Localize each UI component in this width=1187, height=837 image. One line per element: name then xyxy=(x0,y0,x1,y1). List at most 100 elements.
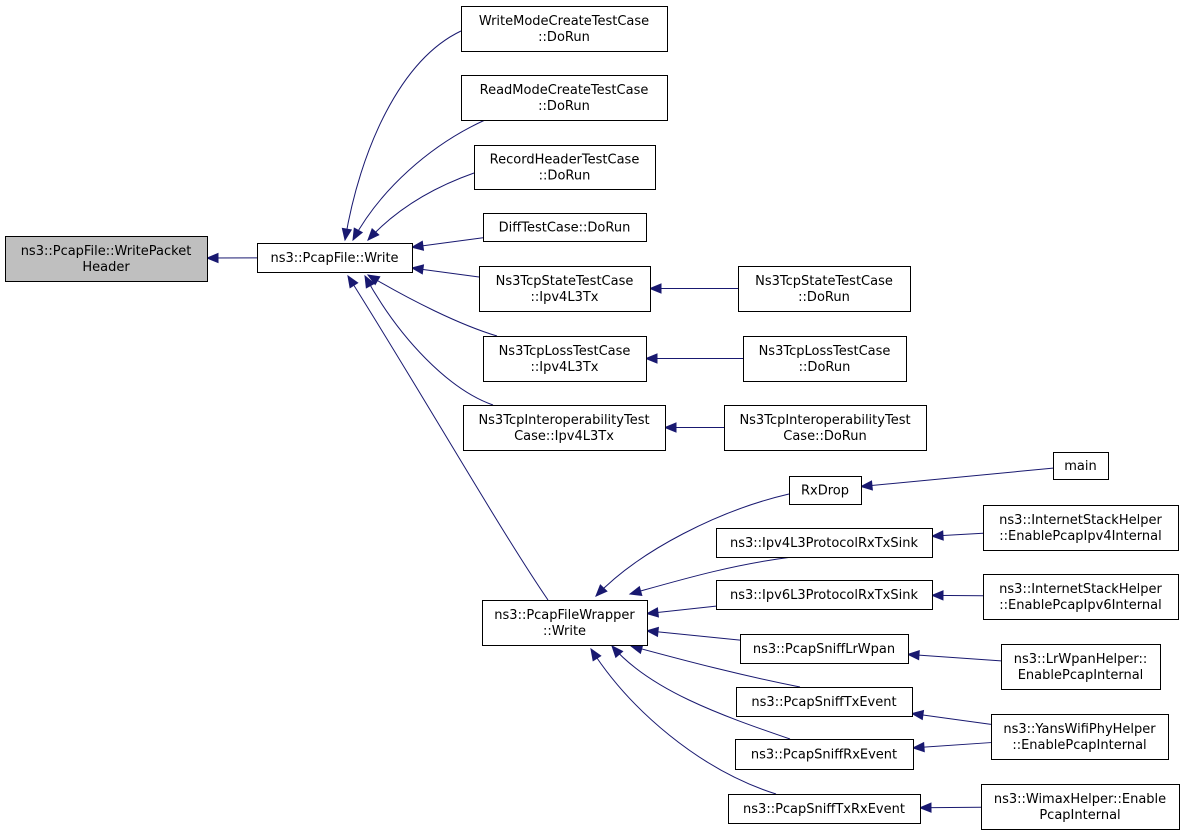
edge-write-to-root-arrowhead xyxy=(205,252,219,264)
node-label-rmc-line-1: ::DoRun xyxy=(538,99,590,114)
node-sniffrx[interactable]: ns3::PcapSniffRxEvent xyxy=(735,739,914,770)
edge-ish6-to-ipv6sink-arrowhead xyxy=(930,590,944,601)
node-lrwpan[interactable]: ns3::PcapSniffLrWpan xyxy=(740,634,909,664)
edge-ipv6sink-to-wrapper xyxy=(646,605,717,615)
node-label-ish6-line-0: ns3::InternetStackHelper xyxy=(999,582,1162,597)
node-wmc[interactable]: WriteModeCreateTestCase::DoRun xyxy=(461,6,668,52)
node-box-main[interactable] xyxy=(1053,452,1109,480)
node-box-rxdrop[interactable] xyxy=(789,476,862,505)
node-label-diff-line-0: DiffTestCase::DoRun xyxy=(499,221,631,236)
node-box-lrwpan[interactable] xyxy=(740,634,909,664)
node-label-tcpinterop-line-1: Case::Ipv4L3Tx xyxy=(514,429,614,444)
node-label-wrapper-line-1: ::Write xyxy=(543,624,586,639)
node-yans[interactable]: ns3::YansWifiPhyHelper::EnablePcapIntern… xyxy=(991,714,1169,760)
edge-wmc-to-write-arrowhead xyxy=(341,227,353,242)
node-label-wmc-line-0: WriteModeCreateTestCase xyxy=(479,14,649,29)
node-ipv6sink[interactable]: ns3::Ipv6L3ProtocolRxTxSink xyxy=(716,580,933,610)
node-label-tcpstate_run-line-0: Ns3TcpStateTestCase xyxy=(755,274,893,289)
node-box-wmc[interactable] xyxy=(461,6,668,52)
node-rxdrop[interactable]: RxDrop xyxy=(789,476,862,505)
edge-diff-to-write-arrowhead xyxy=(410,240,425,251)
node-box-ish4[interactable] xyxy=(983,505,1179,551)
edge-yans-to-sniffrx-arrowhead xyxy=(911,741,925,753)
node-lrwpanhelper[interactable]: ns3::LrWpanHelper::EnablePcapInternal xyxy=(1001,644,1161,690)
edge-wrapper-to-write-arrowhead xyxy=(347,274,359,289)
node-label-ish6-line-1: ::EnablePcapIpv6Internal xyxy=(999,598,1161,613)
node-box-tcploss[interactable] xyxy=(483,336,647,382)
edge-tcploss_run-to-tcploss-arrowhead xyxy=(644,353,658,364)
edge-yans-to-snifftx-arrowhead xyxy=(910,709,925,721)
node-label-lrwpanhelper-line-1: EnablePcapInternal xyxy=(1018,668,1144,683)
node-label-lrwpan-line-0: ns3::PcapSniffLrWpan xyxy=(753,642,895,657)
node-box-tcpinterop_run[interactable] xyxy=(724,405,927,451)
edge-tcpinterop_run-to-tcpinterop-arrowhead xyxy=(663,422,677,433)
edge-tcpinterop-to-write xyxy=(364,275,494,406)
edge-main-to-rxdrop xyxy=(860,467,1054,488)
node-label-rxdrop-line-0: RxDrop xyxy=(801,484,849,499)
edge-tcploss-to-write xyxy=(367,274,498,337)
node-box-root[interactable] xyxy=(5,236,208,282)
edge-rht-to-write-arrowhead xyxy=(367,227,380,241)
edges-layer xyxy=(205,30,1054,813)
node-box-ipv4sink[interactable] xyxy=(716,528,933,558)
node-rht[interactable]: RecordHeaderTestCase::DoRun xyxy=(474,145,656,190)
edge-tcploss-to-write-arrowhead xyxy=(366,274,381,286)
node-ish4[interactable]: ns3::InternetStackHelper::EnablePcapIpv4… xyxy=(983,505,1179,551)
node-box-tcpstate_run[interactable] xyxy=(738,266,911,312)
node-wimax[interactable]: ns3::WimaxHelper::EnablePcapInternal xyxy=(981,784,1180,830)
node-rmc[interactable]: ReadModeCreateTestCase::DoRun xyxy=(461,75,668,121)
node-tcpstate[interactable]: Ns3TcpStateTestCase::Ipv4L3Tx xyxy=(479,266,651,312)
node-ipv4sink[interactable]: ns3::Ipv4L3ProtocolRxTxSink xyxy=(716,528,933,558)
node-box-tcpstate[interactable] xyxy=(479,266,651,312)
node-write[interactable]: ns3::PcapFile::Write xyxy=(257,243,413,273)
node-ish6[interactable]: ns3::InternetStackHelper::EnablePcapIpv6… xyxy=(983,574,1179,620)
edge-lrwpan-to-wrapper-arrowhead xyxy=(645,626,659,638)
node-label-tcploss-line-0: Ns3TcpLossTestCase xyxy=(499,344,631,359)
node-label-wimax-line-1: PcapInternal xyxy=(1039,808,1120,823)
node-diff[interactable]: DiffTestCase::DoRun xyxy=(483,213,647,242)
node-label-tcploss_run-line-1: ::DoRun xyxy=(799,360,851,375)
node-box-wimax[interactable] xyxy=(981,784,1180,830)
node-box-diff[interactable] xyxy=(483,213,647,242)
node-tcploss[interactable]: Ns3TcpLossTestCase::Ipv4L3Tx xyxy=(483,336,647,382)
node-label-rht-line-0: RecordHeaderTestCase xyxy=(490,153,640,168)
node-box-tcploss_run[interactable] xyxy=(743,336,907,382)
node-box-yans[interactable] xyxy=(991,714,1169,760)
edge-snifftx-to-wrapper xyxy=(630,645,801,688)
node-box-tcpinterop[interactable] xyxy=(463,405,666,451)
node-box-write[interactable] xyxy=(257,243,413,273)
node-box-snifftxrx[interactable] xyxy=(728,794,921,824)
edge-tcpinterop-to-write-arrowhead xyxy=(364,274,376,289)
node-box-ipv6sink[interactable] xyxy=(716,580,933,610)
edge-diff-to-write xyxy=(411,237,484,248)
node-label-ipv6sink-line-0: ns3::Ipv6L3ProtocolRxTxSink xyxy=(730,588,918,603)
edge-rmc-to-write-arrowhead xyxy=(352,227,364,242)
node-box-snifftx[interactable] xyxy=(736,687,913,717)
node-label-ish4-line-0: ns3::InternetStackHelper xyxy=(999,513,1162,528)
edge-snifftxrx-to-wrapper xyxy=(590,648,777,795)
node-snifftxrx[interactable]: ns3::PcapSniffTxRxEvent xyxy=(728,794,921,824)
node-box-wrapper[interactable] xyxy=(482,600,648,646)
node-box-sniffrx[interactable] xyxy=(735,739,914,770)
node-tcploss_run[interactable]: Ns3TcpLossTestCase::DoRun xyxy=(743,336,907,382)
node-label-ipv4sink-line-0: ns3::Ipv4L3ProtocolRxTxSink xyxy=(730,536,918,551)
edge-rxdrop-to-wrapper-arrowhead xyxy=(595,584,608,597)
node-box-rht[interactable] xyxy=(474,145,656,190)
node-box-ish6[interactable] xyxy=(983,574,1179,620)
node-label-yans-line-1: ::EnablePcapInternal xyxy=(1012,738,1146,753)
node-box-rmc[interactable] xyxy=(461,75,668,121)
edge-sniffrx-to-wrapper xyxy=(611,645,791,740)
node-box-lrwpanhelper[interactable] xyxy=(1001,644,1161,690)
node-snifftx[interactable]: ns3::PcapSniffTxEvent xyxy=(736,687,913,717)
node-label-ish4-line-1: ::EnablePcapIpv4Internal xyxy=(999,529,1161,544)
node-main[interactable]: main xyxy=(1053,452,1109,480)
edge-wmc-to-write xyxy=(344,30,462,241)
node-label-wmc-line-1: ::DoRun xyxy=(538,30,590,45)
node-wrapper[interactable]: ns3::PcapFileWrapper::Write xyxy=(482,600,648,646)
node-tcpstate_run[interactable]: Ns3TcpStateTestCase::DoRun xyxy=(738,266,911,312)
edge-ipv4sink-to-wrapper xyxy=(629,556,793,595)
